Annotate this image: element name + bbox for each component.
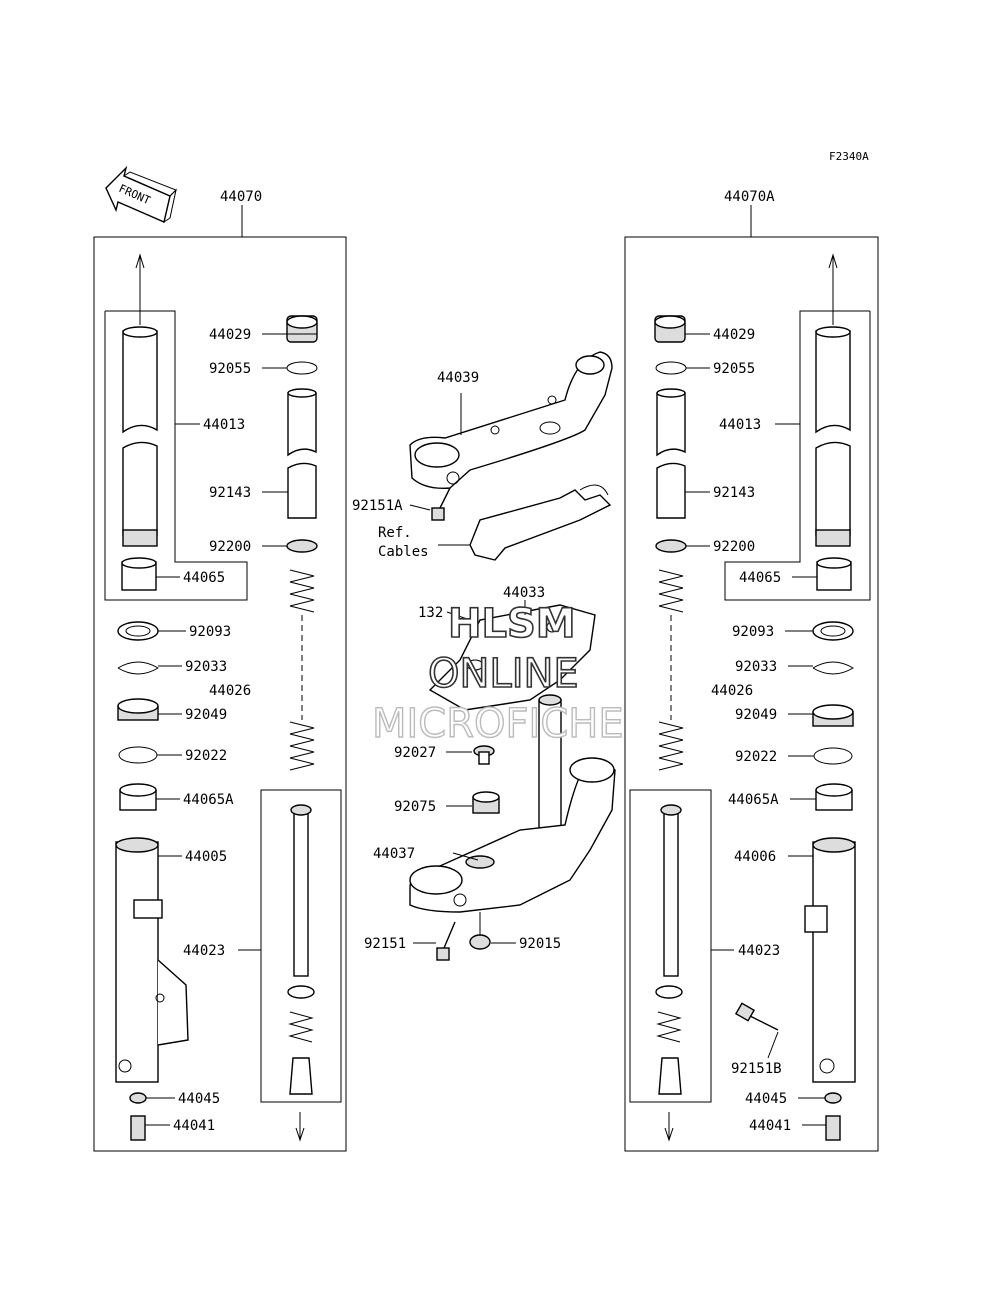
center-label-1: 92151A [352,498,403,514]
center-steering-parts: 44039 92151A Ref. Cables 44033 132 92027… [352,351,616,961]
right-label-14: 92151B [731,1061,782,1077]
right-label-3: 92143 [713,485,755,501]
left-label-10: 92022 [185,748,227,764]
right-label-0: 44029 [713,327,755,343]
right-label-7: 92033 [735,659,777,675]
center-label-6: 44037 [373,846,415,862]
right-label-4: 92200 [713,539,755,555]
left-label-7: 92033 [185,659,227,675]
ref-label-line2: Cables [378,544,429,560]
left-label-5: 44065 [183,570,225,586]
front-arrow-icon: FRONT [105,165,177,224]
right-label-10: 92022 [735,749,777,765]
right-label-9: 92049 [735,707,777,723]
right-label-8: 44026 [711,683,753,699]
left-label-15: 44041 [173,1118,215,1134]
center-label-7: 92151 [364,936,406,952]
left-label-6: 92093 [189,624,231,640]
center-label-4: 92027 [394,745,436,761]
right-label-5: 44065 [739,570,781,586]
left-label-9: 92049 [185,707,227,723]
center-label-2: 44033 [503,585,545,601]
right-label-11: 44065A [728,792,779,808]
watermark-line1: HLSM [448,601,576,647]
figure-code: F2340A [829,150,869,163]
left-label-1: 92055 [209,361,251,377]
right-label-1: 92055 [713,361,755,377]
watermark-line2: ONLINE [428,651,579,697]
left-label-11: 44065A [183,792,234,808]
left-label-0: 44029 [209,327,251,343]
left-label-12: 44005 [185,849,227,865]
right-label-13: 44023 [738,943,780,959]
left-label-4: 92200 [209,539,251,555]
left-label-13: 44023 [183,943,225,959]
right-label-6: 92093 [732,624,774,640]
center-label-8: 92015 [519,936,561,952]
center-label-5: 92075 [394,799,436,815]
left-assembly-label: 44070 [220,189,262,205]
center-label-3: 132 [418,605,443,621]
left-label-8: 44026 [209,683,251,699]
center-label-0: 44039 [437,370,479,386]
left-label-3: 92143 [209,485,251,501]
watermark-line3: MICROFICHE [372,701,624,747]
watermark: HLSM ONLINE MICROFICHE [371,600,624,748]
right-fork-assembly: 44070A [624,189,879,1152]
right-label-2: 44013 [719,417,761,433]
left-fork-assembly: 44070 [93,189,347,1152]
right-assembly-label: 44070A [724,189,775,205]
left-label-2: 44013 [203,417,245,433]
ref-label-line1: Ref. [378,525,412,541]
right-label-12: 44006 [734,849,776,865]
left-label-14: 44045 [178,1091,220,1107]
right-label-15: 44045 [745,1091,787,1107]
right-label-16: 44041 [749,1118,791,1134]
